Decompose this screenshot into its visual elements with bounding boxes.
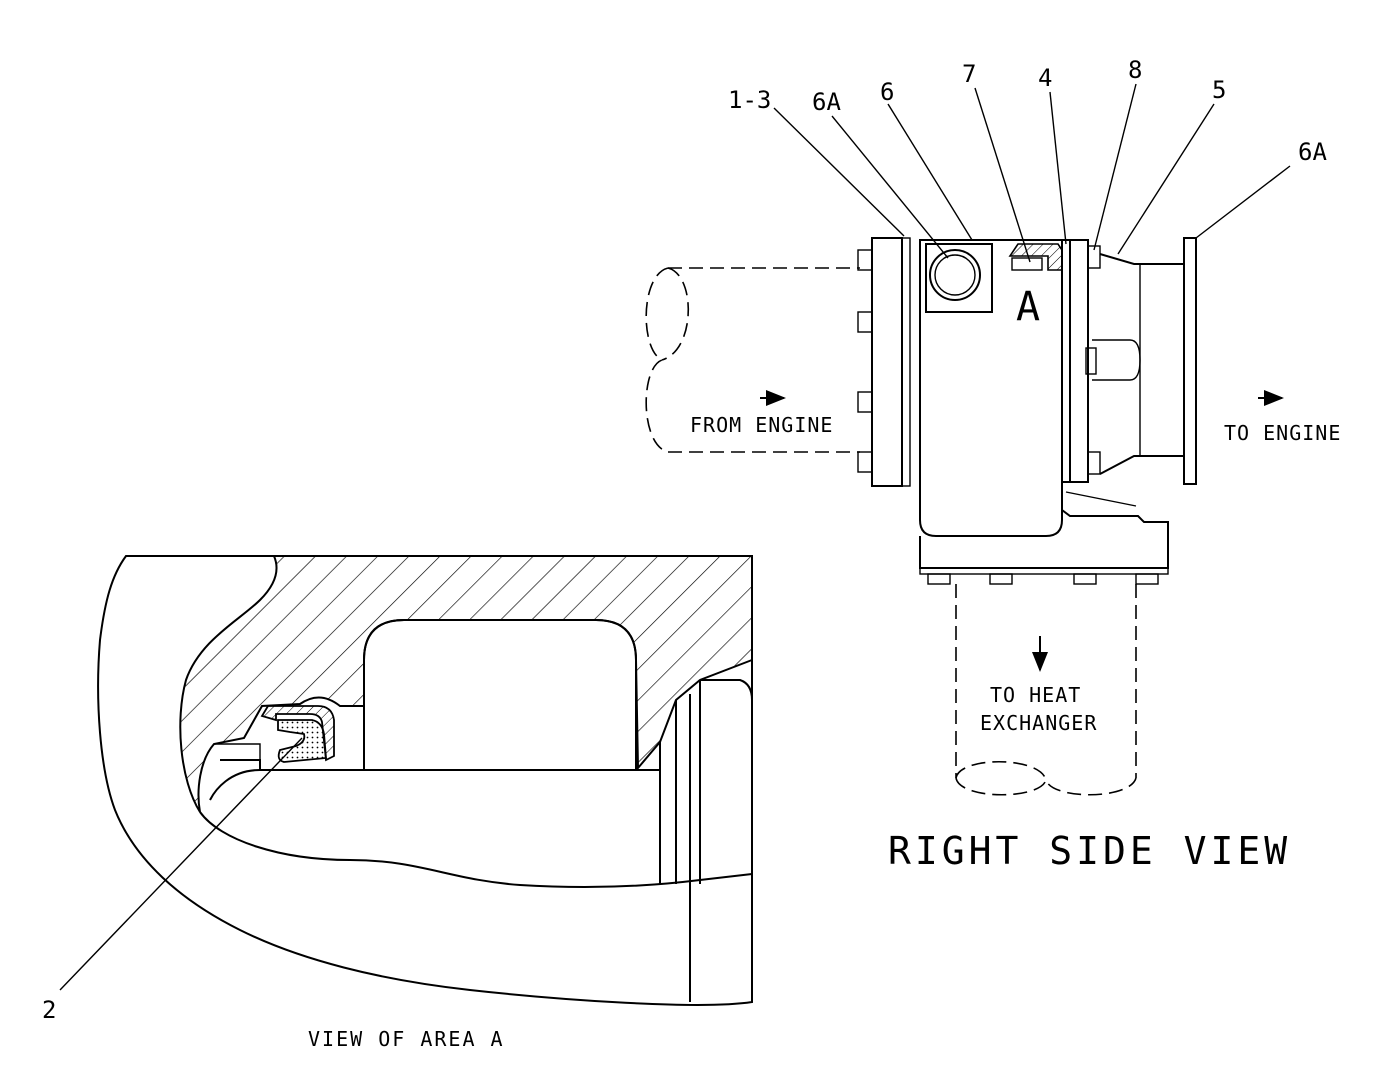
- base-bolt-heads: [927, 573, 1159, 585]
- area-a-view-title: VIEW OF AREA A: [308, 1027, 505, 1051]
- lower-body: [199, 679, 753, 1002]
- label-to-engine: TO ENGINE: [1224, 421, 1341, 445]
- thermostat-housing: [919, 239, 1063, 537]
- callout-6: 6: [880, 78, 894, 106]
- leader-lines: [773, 83, 1291, 263]
- gasket-plates: [1061, 239, 1101, 483]
- callout-6a-left: 6A: [812, 88, 841, 116]
- leader-2: [59, 737, 303, 991]
- inlet-flange: [857, 237, 911, 487]
- label-from-engine: FROM ENGINE: [690, 413, 833, 437]
- support-bracket: [919, 484, 1169, 585]
- seal-part-2: [260, 705, 335, 763]
- outlet-elbow: [1085, 237, 1197, 485]
- callout-1-3: 1-3: [728, 86, 771, 114]
- inner-cavity: [363, 619, 637, 770]
- callout-2: 2: [42, 996, 56, 1024]
- seal-detail: [1008, 243, 1063, 271]
- right-side-view: 1-3 6A 6 7 4 8 5 6A A FROM ENGINE TO ENG…: [645, 56, 1341, 873]
- callout-6a-right: 6A: [1298, 138, 1327, 166]
- outlet-pipe-down: [955, 584, 1137, 796]
- label-to-heat-line2: EXCHANGER: [980, 711, 1097, 735]
- label-to-heat-line1: TO HEAT: [990, 683, 1081, 707]
- right-side-view-title: RIGHT SIDE VIEW: [888, 829, 1291, 873]
- callout-7: 7: [962, 60, 976, 88]
- callout-4: 4: [1038, 64, 1052, 92]
- plug-6a: [929, 249, 981, 301]
- plug-boss: [925, 243, 993, 313]
- callout-5: 5: [1212, 76, 1226, 104]
- flange-bolt-heads: [857, 249, 873, 473]
- inlet-pipe: [645, 267, 860, 453]
- callout-8: 8: [1128, 56, 1142, 84]
- housing-section: [179, 555, 753, 813]
- detail-boundary: [97, 555, 753, 1006]
- area-a-marker: A: [1016, 284, 1040, 330]
- area-a-detail-view: 2 VIEW OF AREA A: [42, 555, 753, 1051]
